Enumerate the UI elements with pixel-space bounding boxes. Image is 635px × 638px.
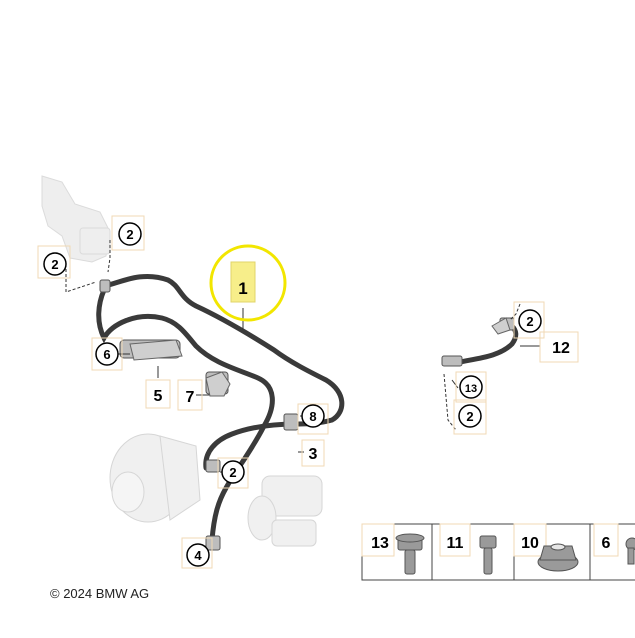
callout-2c[interactable]: 2: [513, 301, 545, 339]
parts-strip-cell-11[interactable]: 11: [439, 523, 497, 575]
callout-label: 2: [51, 257, 58, 272]
hose-right: [457, 323, 519, 365]
callout-1[interactable]: 1: [230, 261, 256, 303]
hose-main: [101, 273, 345, 427]
callout-label: 12: [552, 340, 570, 357]
bolt-icon: [479, 535, 497, 575]
callout-6[interactable]: 6: [91, 337, 123, 371]
callout-label: 2: [526, 314, 533, 329]
callout-3[interactable]: 3: [301, 439, 325, 467]
flange-nut-icon: [537, 543, 579, 572]
callout-label: 1: [238, 279, 247, 298]
part-label: 11: [447, 535, 464, 552]
callout-label: 7: [186, 389, 195, 406]
hose-branch: [203, 421, 299, 471]
leader-lines: [65, 240, 521, 431]
callout-13[interactable]: 13: [455, 371, 487, 403]
callout-label: 4: [194, 548, 202, 563]
starter-illustration: [247, 475, 323, 547]
callout-8[interactable]: 8: [297, 403, 329, 435]
copyright-text: © 2024 BMW AG: [50, 586, 149, 601]
alternator-illustration: [109, 433, 201, 523]
parts-strip-cell-10[interactable]: 10: [513, 523, 579, 572]
callout-4[interactable]: 4: [181, 537, 213, 569]
callout-label: 2: [466, 409, 473, 424]
parts-strip-cell-13[interactable]: 13: [361, 523, 425, 575]
callout-2a[interactable]: 2: [37, 245, 71, 279]
callout-2d[interactable]: 2: [453, 399, 487, 435]
callout-7[interactable]: 7: [177, 379, 203, 411]
callout-label: 2: [229, 465, 236, 480]
part-label: 6: [602, 535, 611, 552]
callout-2b[interactable]: 2: [111, 215, 145, 251]
callout-12[interactable]: 12: [539, 331, 579, 363]
clip-bracket-illustration: [129, 317, 511, 397]
callout-label: 13: [465, 383, 477, 395]
part-label: 13: [371, 535, 389, 552]
parts-strip-cell-6[interactable]: 6: [593, 523, 635, 565]
callout-label: 5: [154, 388, 163, 405]
highlight-ring: [209, 244, 287, 322]
callout-label: 3: [309, 446, 318, 463]
callout-2e[interactable]: 2: [217, 457, 249, 489]
callout-label: 6: [103, 347, 110, 362]
clip-icon: [625, 537, 635, 565]
parts-strip: 13 11 10 6: [361, 523, 635, 581]
part-label: 10: [521, 535, 539, 552]
radiator-bracket-illustration: [41, 175, 111, 263]
callout-label: 8: [309, 409, 316, 424]
callout-label: 2: [126, 227, 133, 242]
callout-5[interactable]: 5: [145, 379, 171, 409]
flange-bolt-icon: [395, 533, 425, 575]
